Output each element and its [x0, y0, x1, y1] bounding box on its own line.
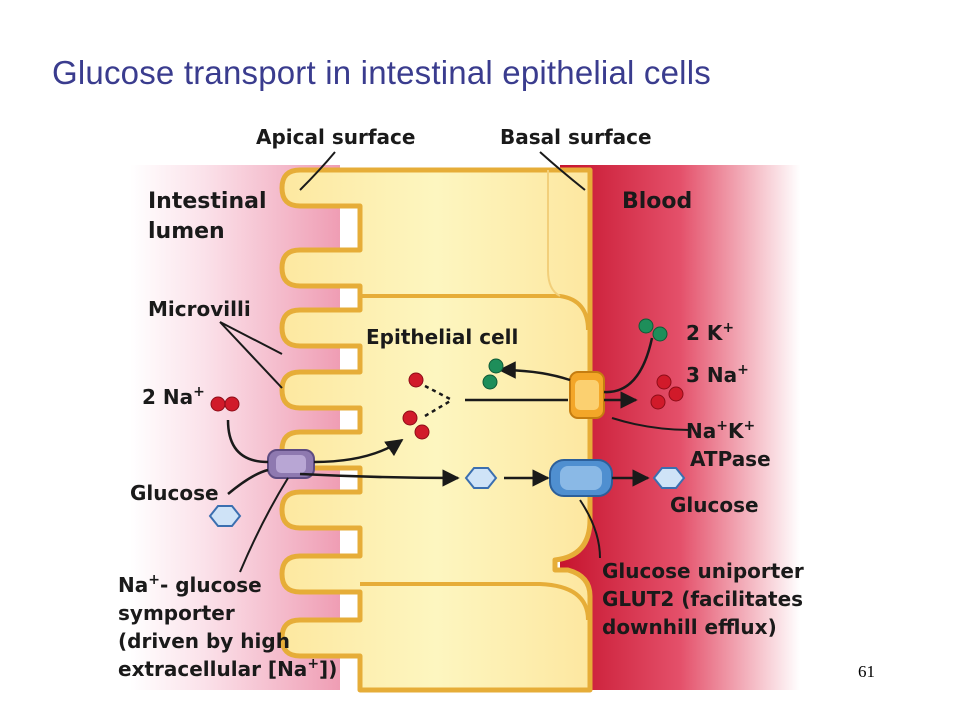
sodium-ions-blood [650, 374, 684, 410]
potassium-ions-cell [482, 358, 504, 390]
uniporter-label-line3: downhill efflux) [602, 615, 777, 639]
apical-surface-label: Apical surface [256, 125, 415, 149]
symporter-label-line2: symporter [118, 601, 235, 625]
basal-surface-label: Basal surface [500, 125, 652, 149]
intestinal-lumen-label-line2: lumen [148, 219, 225, 244]
symporter-label-line4: extracellular [Na+]) [118, 656, 337, 681]
uniporter-label-line2: GLUT2 (facilitates [602, 587, 803, 611]
na-k-atpase-label-line1: Na+K+ [686, 418, 755, 443]
glut2-uniporter [549, 459, 613, 497]
potassium-ions-blood [638, 318, 668, 342]
glucose-hexagon-lumen [208, 505, 242, 527]
symporter-label-line3: (driven by high [118, 629, 290, 653]
microvilli-label: Microvilli [148, 297, 251, 321]
symporter-label-line1: Na+- glucose [118, 572, 262, 597]
na-glucose-symporter [267, 449, 315, 479]
slide-title: Glucose transport in intestinal epitheli… [52, 54, 711, 91]
sodium-lumen-label: 2 Na+ [142, 384, 205, 409]
glucose-molecules [208, 467, 686, 527]
epithelial-cell-label: Epithelial cell [366, 325, 518, 349]
na-k-atpase-label-line2: ATPase [690, 447, 771, 471]
blood-label: Blood [622, 189, 692, 214]
sodium-ions-cell [402, 372, 430, 440]
glucose-blood-label: Glucose [670, 493, 759, 517]
glucose-hexagon-cell [464, 467, 498, 489]
sodium-blood-label: 3 Na+ [686, 362, 749, 387]
potassium-blood-label: 2 K+ [686, 320, 734, 345]
leader-lines [219, 151, 691, 573]
glucose-lumen-label: Glucose [130, 481, 219, 505]
transport-arrows [226, 337, 654, 495]
na-k-atpase-pump [569, 371, 605, 419]
intestinal-lumen-label-line1: Intestinal [148, 189, 267, 214]
glucose-hexagon-blood [652, 467, 686, 489]
page-number: 61 [858, 662, 875, 681]
sodium-ions-lumen [210, 396, 240, 412]
blood-region [560, 165, 800, 690]
uniporter-label-line1: Glucose uniporter [602, 559, 804, 583]
